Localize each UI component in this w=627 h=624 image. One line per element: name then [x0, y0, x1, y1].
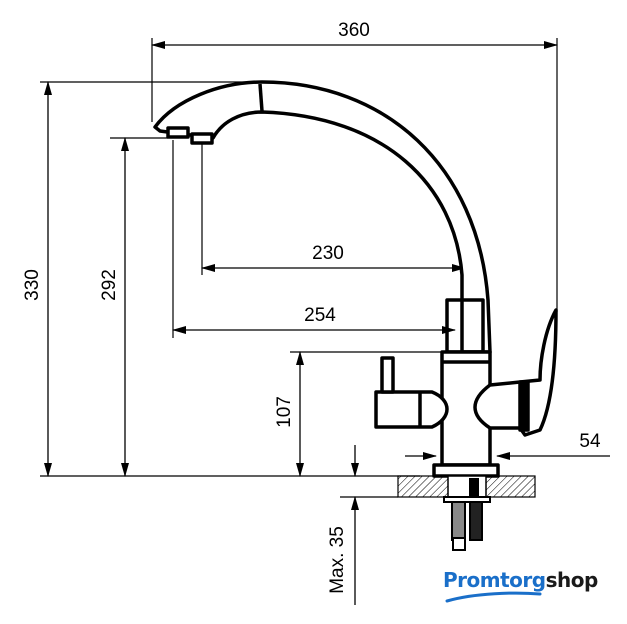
faucet	[153, 80, 558, 478]
label-330: 330	[22, 269, 43, 301]
spout	[153, 80, 492, 354]
promtorgshop-logo: Promtorgshop	[443, 568, 598, 592]
right-handle	[473, 308, 558, 437]
label-254: 254	[304, 305, 336, 326]
label-360: 360	[338, 20, 370, 41]
countertop	[397, 475, 536, 551]
label-292: 292	[99, 269, 120, 301]
left-handle	[374, 390, 449, 429]
logo-swoosh	[445, 591, 542, 603]
label-54: 54	[579, 431, 601, 452]
dimension-labels: 360 330 292 230 254 107 54 Max. 35	[22, 20, 601, 594]
label-230: 230	[312, 243, 344, 264]
label-max-35: Max. 35	[327, 526, 348, 594]
dimension-lines	[44, 41, 610, 605]
label-107: 107	[274, 396, 295, 428]
base	[432, 463, 500, 478]
